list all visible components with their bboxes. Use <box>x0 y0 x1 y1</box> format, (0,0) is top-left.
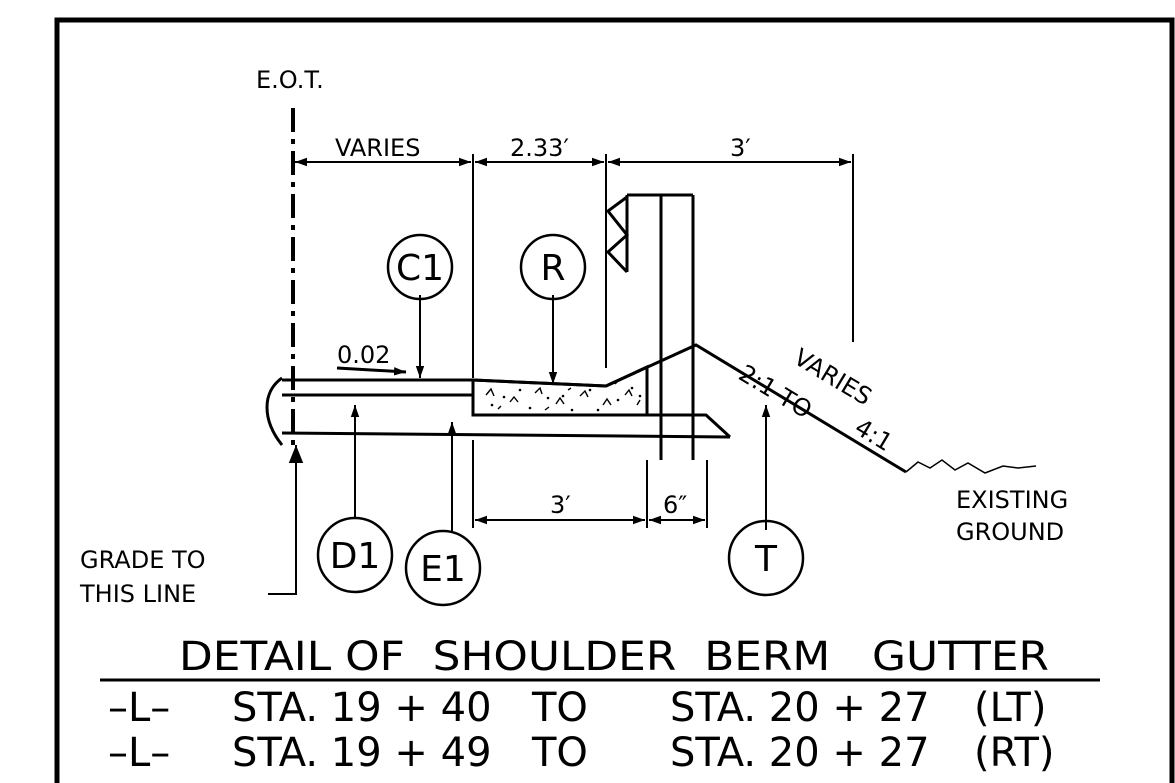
grade-label-line2: THIS LINE <box>79 580 196 608</box>
svg-text:TO: TO <box>531 730 588 776</box>
existing-ground-line <box>905 459 1037 474</box>
svg-text:T: T <box>754 539 778 580</box>
callout-c1: C1 <box>386 233 454 301</box>
station-row-lt: –L– STA. 19 + 40 TO STA. 20 + 27 (LT) <box>108 685 1046 731</box>
svg-text:(RT): (RT) <box>974 730 1055 776</box>
dim-varies: VARIES <box>335 134 420 162</box>
callout-leaders <box>350 295 771 531</box>
station-row-rt: –L– STA. 19 + 49 TO STA. 20 + 27 (RT) <box>108 730 1055 776</box>
svg-text:(LT): (LT) <box>974 685 1046 731</box>
grade-line-leader <box>268 445 304 595</box>
eot-label: E.O.T. <box>256 66 324 94</box>
existing-ground-label-line1: EXISTING <box>956 486 1068 514</box>
dim-6-in: 6″ <box>663 491 687 519</box>
side-slope-label: VARIES 2:1 TO 4:1 <box>734 343 898 457</box>
dim-3-bottom: 3′ <box>550 491 571 519</box>
bottom-extension-lines <box>472 440 708 528</box>
svg-text:STA. 20 + 27: STA. 20 + 27 <box>670 685 930 731</box>
svg-text:E1: E1 <box>420 549 466 590</box>
dim-3-top: 3′ <box>730 134 751 162</box>
svg-text:–L–: –L– <box>108 730 170 776</box>
grade-label-line1: GRADE TO <box>80 546 206 574</box>
top-extension-lines <box>472 154 854 378</box>
detail-title: DETAIL OF SHOULDER BERM GUTTER <box>179 634 1049 680</box>
slope-label: 0.02 <box>337 341 390 369</box>
svg-text:4:1: 4:1 <box>850 413 898 457</box>
svg-text:STA. 19 + 49: STA. 19 + 49 <box>232 730 492 776</box>
callout-d1: D1 <box>316 516 394 594</box>
svg-text:C1: C1 <box>396 248 444 289</box>
guardrail-post <box>605 193 695 460</box>
svg-text:STA. 20 + 27: STA. 20 + 27 <box>670 730 930 776</box>
svg-text:TO: TO <box>531 685 588 731</box>
sheet-border <box>54 17 1175 783</box>
concrete-gutter <box>471 364 649 417</box>
svg-text:–L–: –L– <box>108 685 170 731</box>
callout-t: T <box>727 519 805 597</box>
slope-arrow <box>336 366 407 376</box>
svg-text:STA. 19 + 40: STA. 19 + 40 <box>232 685 492 731</box>
svg-text:D1: D1 <box>330 536 381 577</box>
callout-r: R <box>519 233 587 301</box>
existing-ground-label-line2: GROUND <box>956 518 1064 546</box>
dim-2-33: 2.33′ <box>510 134 569 162</box>
callout-e1: E1 <box>404 529 482 607</box>
svg-text:R: R <box>540 248 565 289</box>
